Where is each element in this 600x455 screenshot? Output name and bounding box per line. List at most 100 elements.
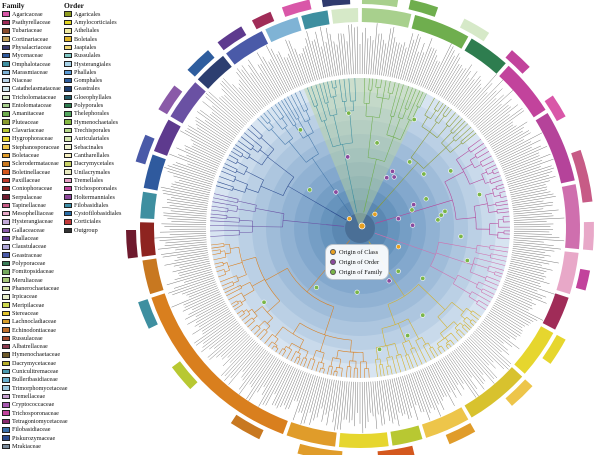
legend-swatch xyxy=(64,69,72,76)
legend-swatch xyxy=(2,210,10,217)
family-legend-item: Phanerochaetaceae xyxy=(2,284,63,292)
legend-label: Boletinellaceae xyxy=(12,168,51,176)
legend-label: Hymenochaetaceae xyxy=(12,351,61,359)
family-legend-item: Irpicaceae xyxy=(2,293,63,301)
legend-swatch xyxy=(2,418,10,425)
legend-swatch xyxy=(64,94,72,101)
legend-label: Phallaceae xyxy=(12,235,39,243)
family-legend-item: Catathelasmataceae xyxy=(2,85,63,93)
family-legend-item: Phallaceae xyxy=(2,234,63,242)
family-legend-item: Serpulaceae xyxy=(2,193,63,201)
origin-label: Origin of Class xyxy=(339,248,379,256)
legend-label: Thelephorales xyxy=(74,110,110,118)
legend-swatch xyxy=(2,219,10,225)
family-legend-item: Trichosporonaceae xyxy=(2,409,63,417)
legend-swatch xyxy=(64,36,72,42)
legend-label: Gomphales xyxy=(74,77,103,85)
legend-label: Claustulaceae xyxy=(12,243,47,251)
family-legend-item: Mesophelliaceae xyxy=(2,210,63,218)
legend-swatch xyxy=(2,377,10,383)
legend-label: Pluteaceae xyxy=(12,118,39,126)
order-legend-item: Agaricales xyxy=(64,10,128,18)
family-legend-item: Paxillaceae xyxy=(2,176,63,184)
order-legend-item: Holtermanniales xyxy=(64,193,128,201)
legend-label: Geastrales xyxy=(74,85,100,93)
legend-swatch xyxy=(64,136,72,142)
order-legend-item: Gomphales xyxy=(64,77,128,85)
origin-legend-item: Origin of Order xyxy=(330,257,382,267)
legend-label: Physalacriaceae xyxy=(12,43,52,51)
legend-swatch xyxy=(64,52,72,59)
legend-label: Boletaceae xyxy=(12,151,40,159)
legend-swatch xyxy=(64,202,72,209)
order-legend-item: Corticiales xyxy=(64,218,128,226)
legend-label: Cryptococcaceae xyxy=(12,401,55,409)
legend-swatch xyxy=(2,427,10,433)
legend-label: Boletales xyxy=(74,35,98,43)
legend-swatch xyxy=(2,169,10,175)
outer-ring xyxy=(126,0,594,455)
family-legend-item: Piskurozymaceae xyxy=(2,434,63,442)
legend-label: Coniophoraceae xyxy=(12,185,53,193)
legend-label: Russulales xyxy=(74,52,101,60)
legend-label: Cystofilobasidiales xyxy=(74,210,122,218)
origin-dot-icon xyxy=(330,269,336,275)
legend-label: Stephanosporaceae xyxy=(12,143,60,151)
legend-label: Sebacinales xyxy=(74,143,104,151)
family-legend-item: Omphalotaceae xyxy=(2,60,63,68)
legend-label: Jaapiales xyxy=(74,43,97,51)
order-legend-item: Filobasidiales xyxy=(64,201,128,209)
legend-swatch xyxy=(2,11,10,17)
order-legend-item: Polyporales xyxy=(64,101,128,109)
order-legend-item: Auriculariales xyxy=(64,135,128,143)
order-legend-item: Outgroup xyxy=(64,226,128,234)
family-legend-item: Psathyrellaceae xyxy=(2,18,63,26)
legend-label: Phallales xyxy=(74,68,97,76)
legend-label: Agaricaceae xyxy=(12,10,43,18)
family-legend-item: Meruliaceae xyxy=(2,276,63,284)
order-legend-item: Atheliales xyxy=(64,27,128,35)
legend-label: Tricholomataceae xyxy=(12,93,57,101)
family-legend-item: Russulaceae xyxy=(2,334,63,342)
legend-swatch xyxy=(2,285,10,292)
legend-label: Mrakiaceae xyxy=(12,442,41,450)
legend-label: Entolomataceae xyxy=(12,102,52,110)
legend-label: Hysterangiales xyxy=(74,60,111,68)
family-legend-item: Tremellaceae xyxy=(2,392,63,400)
order-legend-item: Trechisporales xyxy=(64,126,128,134)
legend-label: Filobasidiales xyxy=(74,201,109,209)
legend-label: Stereaceae xyxy=(12,309,39,317)
legend-swatch xyxy=(2,294,10,300)
family-legend-item: Meripilaceae xyxy=(2,301,63,309)
legend-swatch xyxy=(64,86,72,92)
legend-swatch xyxy=(2,368,10,375)
origin-dot-icon xyxy=(330,249,336,255)
order-legend-item: Phallales xyxy=(64,68,128,76)
legend-swatch xyxy=(2,177,10,184)
legend-label: Tremellaceae xyxy=(12,393,46,401)
tree-branches xyxy=(210,78,510,379)
family-legend-item: Tetragoniomycetaceae xyxy=(2,417,68,425)
legend-swatch xyxy=(2,52,10,59)
family-legend-item: Cryptococcaceae xyxy=(2,401,63,409)
family-legend-item: Stephanosporaceae xyxy=(2,143,63,151)
legend-swatch xyxy=(2,343,10,350)
family-legend-item: Tricholomataceae xyxy=(2,93,63,101)
family-legend-item: Claustulaceae xyxy=(2,243,63,251)
legend-swatch xyxy=(2,19,10,26)
legend-swatch xyxy=(2,352,10,358)
legend-swatch xyxy=(2,360,10,367)
legend-swatch xyxy=(2,318,10,325)
clade-highlight xyxy=(303,77,426,228)
legend-label: Outgroup xyxy=(74,226,98,234)
legend-swatch xyxy=(2,194,10,200)
legend-swatch xyxy=(2,111,10,117)
legend-swatch xyxy=(64,127,72,134)
legend-swatch xyxy=(64,219,72,225)
legend-swatch xyxy=(64,194,72,200)
family-legend-item: Marasmiaceae xyxy=(2,68,63,76)
legend-label: Albatrellaceae xyxy=(12,343,48,351)
order-legend-item: Unilacrymales xyxy=(64,168,128,176)
